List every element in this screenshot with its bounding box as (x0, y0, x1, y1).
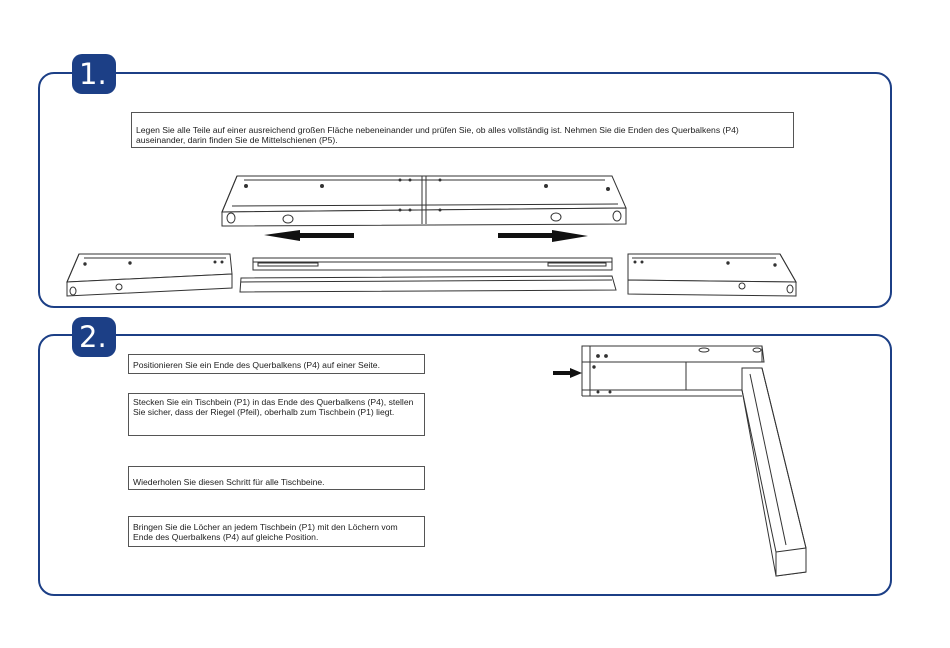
step-2-number: 2. (72, 317, 116, 357)
step-2-instruction-4: Bringen Sie die Löcher an jedem Tischbei… (128, 516, 425, 547)
middle-rails (239, 257, 617, 293)
step-2-instruction-3: Wiederholen Sie diesen Schritt für alle … (128, 466, 425, 490)
latch-arrow (553, 368, 582, 378)
crossbar-illustration (221, 175, 627, 227)
crossbar-end-left (66, 253, 233, 297)
pull-apart-arrows (264, 230, 588, 242)
step-2-instruction-2: Stecken Sie ein Tischbein (P1) in das En… (128, 393, 425, 436)
crossbar-end-right (627, 253, 797, 297)
step-1-instruction: Legen Sie alle Teile auf einer ausreiche… (131, 112, 794, 148)
leg-insert-illustration (581, 345, 807, 577)
step-2-instruction-1: Positionieren Sie ein Ende des Querbalke… (128, 354, 425, 374)
step-1-number: 1. (72, 54, 116, 94)
